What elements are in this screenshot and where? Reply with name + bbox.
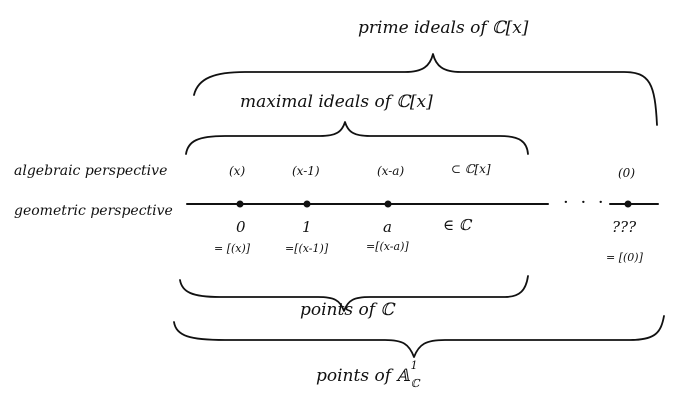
prime-ideals-title: prime ideals of ℂ[x] (358, 18, 528, 38)
point-marker-0 (237, 201, 244, 208)
point-label: ??? (612, 218, 636, 236)
maximal-ideals-title: maximal ideals of ℂ[x] (240, 92, 433, 112)
algebraic-perspective-label: algebraic perspective (14, 163, 167, 179)
class-label: = [(x)] (214, 242, 250, 255)
point-marker-a (385, 201, 392, 208)
subset-label: ⊂ ℂ[x] (451, 162, 491, 176)
maximal-ideals-brace (186, 122, 528, 154)
class-label: =[(x-1)] (285, 242, 328, 255)
points-of-A1-subscript: ℂ (411, 377, 420, 390)
point-label: 0 (236, 218, 246, 236)
points-of-C-title: points of ℂ (300, 300, 394, 320)
points-of-A1-text: points of 𝔸 (316, 366, 410, 386)
ideal-label: (x-a) (377, 164, 404, 178)
point-marker-1 (304, 201, 311, 208)
geometric-perspective-label: geometric perspective (14, 203, 173, 219)
point-label: 1 (302, 218, 312, 236)
ideal-label: (x-1) (292, 164, 320, 178)
ellipsis: · · · (563, 192, 607, 213)
class-label: =[(x-a)] (366, 240, 409, 253)
class-label: = [(0)] (606, 251, 643, 264)
ideal-label: (0) (618, 166, 635, 180)
points-of-A1-superscript: 1 (411, 359, 418, 372)
element-label: ∈ ℂ (443, 216, 471, 234)
point-label: a (383, 218, 392, 236)
points-of-A1-brace (174, 316, 664, 357)
ideal-label: (x) (229, 164, 245, 178)
point-marker-generic (625, 201, 632, 208)
prime-ideals-brace (194, 54, 657, 125)
